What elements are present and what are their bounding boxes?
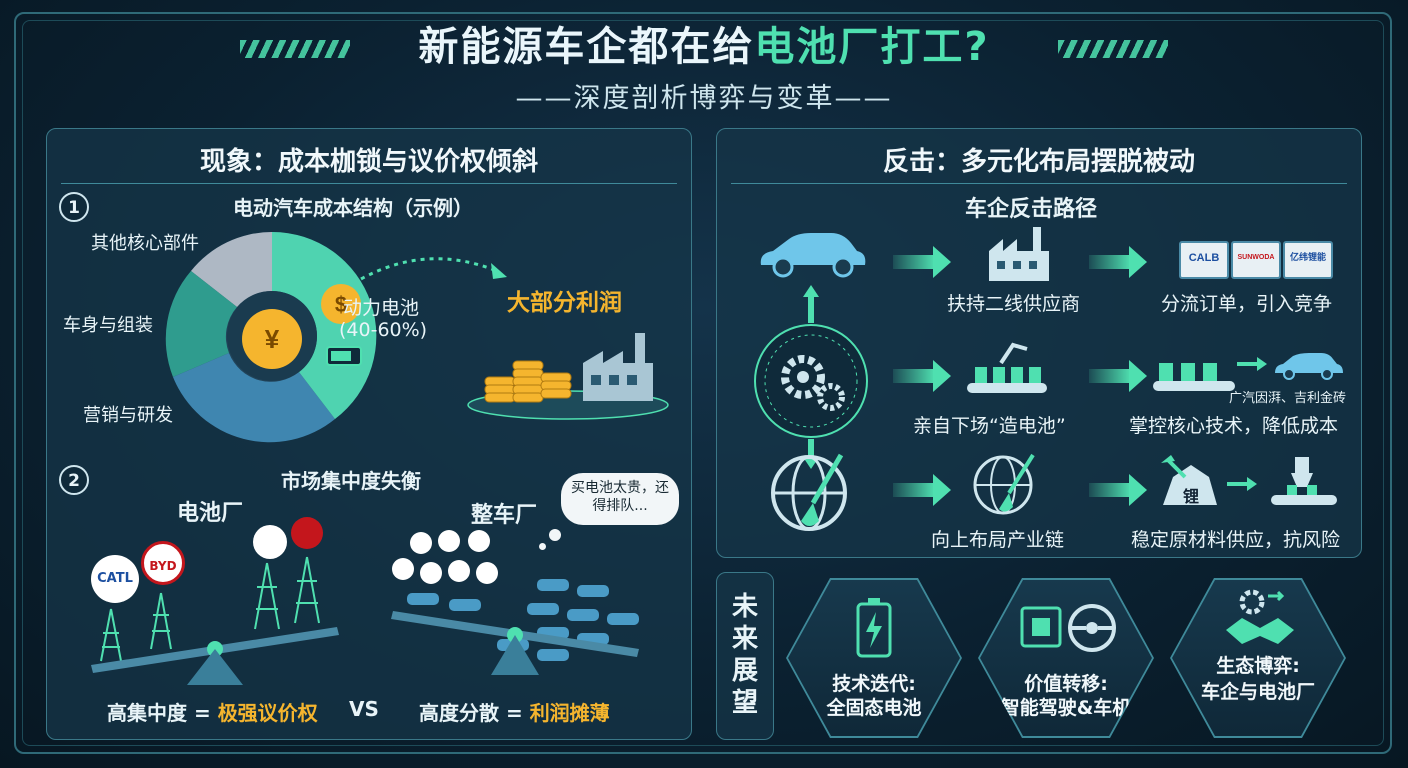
slice-battery bbox=[272, 231, 377, 419]
battery-icon bbox=[856, 598, 892, 658]
section-number-1: 1 bbox=[59, 192, 89, 222]
globe-shovel-icon bbox=[771, 453, 847, 531]
divider bbox=[731, 183, 1347, 184]
car-icon bbox=[1275, 353, 1343, 380]
left-caption: 高集中度 = 极强议价权 bbox=[107, 701, 318, 725]
battery-makers-label: 电池厂 bbox=[177, 501, 244, 526]
market-concentration-heading: 市场集中度失衡 bbox=[281, 469, 421, 493]
step2-result: 掌控核心技术，降低成本 bbox=[1129, 415, 1339, 437]
panel-title-counterattack: 反击：多元化布局摆脱被动 bbox=[882, 147, 1195, 177]
slice-body bbox=[165, 271, 237, 377]
future-label: 未来展望 bbox=[731, 592, 758, 718]
step3-label: 向上布局产业链 bbox=[931, 529, 1065, 551]
arrow-right-icon bbox=[1089, 246, 1147, 278]
panel-title-phenomenon: 现象：成本枷锁与议价权倾斜 bbox=[199, 147, 538, 177]
battery-slice-share: (40-60%) bbox=[339, 319, 428, 341]
battery-factory-icon bbox=[967, 342, 1047, 393]
profit-label: 大部分利润 bbox=[507, 290, 622, 316]
lithium-symbol: 锂 bbox=[1183, 487, 1200, 506]
future-item-title: 生态博弈: bbox=[1216, 655, 1300, 677]
globe-shovel-icon bbox=[973, 453, 1035, 515]
future-item-title: 价值转移: bbox=[1024, 673, 1108, 695]
outer-frame bbox=[14, 12, 1392, 754]
future-item-subtitle: 全固态电池 bbox=[826, 697, 922, 719]
counterattack-panel: 反击：多元化布局摆脱被动 车企反击路径 扶持二线供应商 CALB SUNWODA… bbox=[716, 128, 1362, 558]
coins-factory-icon bbox=[467, 333, 669, 420]
byd-logo: BYD bbox=[141, 541, 185, 585]
vs-label: VS bbox=[349, 697, 379, 721]
battery-seesaw-icon bbox=[91, 556, 339, 685]
future-item-subtitle: 智能驾驶&车机 bbox=[1000, 697, 1132, 719]
arrow-up-icon bbox=[803, 285, 819, 323]
oem-label: 整车厂 bbox=[471, 503, 538, 528]
right-caption: 高度分散 = 利润摊薄 bbox=[419, 701, 610, 725]
counterattack-heading: 车企反击路径 bbox=[965, 197, 1098, 222]
sunwoda-battery-icon: SUNWODA bbox=[1231, 241, 1281, 279]
complaint-bubble: 买电池太贵，还得排队... bbox=[561, 473, 679, 525]
future-item-title: 技术迭代: bbox=[832, 673, 916, 695]
page-subtitle: ——深度剖析博弈与变革—— bbox=[515, 83, 893, 114]
yuan-symbol: ¥ bbox=[265, 324, 280, 354]
step3-result: 稳定原材料供应，抗风险 bbox=[1131, 529, 1341, 551]
slice-marketing bbox=[173, 353, 335, 443]
inner-frame bbox=[22, 20, 1384, 746]
slice-label-other: 其他核心部件 bbox=[91, 233, 199, 254]
divider bbox=[61, 183, 677, 184]
section-number-2: 2 bbox=[59, 465, 89, 495]
brand-logo-2 bbox=[291, 517, 323, 549]
catl-logo: CATL bbox=[91, 555, 139, 603]
oem-seesaw-icon bbox=[391, 530, 639, 675]
eve-battery-icon: 亿纬锂能 bbox=[1283, 241, 1333, 279]
slice-label-body: 车身与组装 bbox=[63, 315, 153, 336]
production-line-icon bbox=[1153, 363, 1235, 391]
arrow-right-icon bbox=[893, 474, 951, 506]
calb-battery-icon: CALB bbox=[1179, 241, 1229, 279]
future-label-box: 未来展望 bbox=[716, 572, 774, 740]
battery-slice-label: 动力电池 bbox=[343, 297, 420, 319]
car-icon bbox=[760, 233, 866, 278]
small-arrow-icon bbox=[1227, 477, 1257, 491]
refining-machine-icon bbox=[1271, 457, 1337, 505]
gears-hub-icon bbox=[754, 324, 868, 438]
bubble-dot bbox=[539, 543, 546, 550]
step1-result: 分流订单，引入竞争 bbox=[1161, 293, 1333, 315]
phenomenon-panel: 现象：成本枷锁与议价权倾斜 1 电动汽车成本结构（示例） 其他核心部件 车身与组… bbox=[46, 128, 692, 740]
slice-label-marketing: 营销与研发 bbox=[83, 405, 173, 426]
arrow-right-icon bbox=[893, 246, 951, 278]
arrow-right-icon bbox=[1089, 474, 1147, 506]
brand-logo-1 bbox=[253, 525, 287, 559]
page-title: 新能源车企都在给电池厂打工? bbox=[418, 24, 990, 70]
dollar-symbol: $ bbox=[335, 292, 347, 317]
arrow-right-icon bbox=[893, 360, 951, 392]
step2-note: 广汽因湃、吉利金砖 bbox=[1229, 391, 1347, 406]
title-deco-left bbox=[240, 40, 350, 58]
title-deco-right bbox=[1058, 40, 1168, 58]
dotted-arrow-icon bbox=[360, 257, 507, 281]
handshake-gear-icon bbox=[1226, 589, 1294, 644]
future-item-ecosystem: 生态博弈: 车企与电池厂 bbox=[1170, 578, 1346, 738]
arrow-right-icon bbox=[1089, 360, 1147, 392]
step1-label: 扶持二线供应商 bbox=[947, 293, 1081, 315]
small-arrow-icon bbox=[1237, 357, 1267, 371]
cost-donut-chart: ¥ $ bbox=[165, 231, 377, 443]
factory-icon bbox=[989, 227, 1049, 281]
lithium-ore-icon bbox=[1161, 455, 1217, 505]
step2-label: 亲自下场“造电池” bbox=[913, 415, 1066, 437]
slice-other bbox=[191, 232, 272, 307]
future-item-subtitle: 车企与电池厂 bbox=[1200, 681, 1315, 703]
bubble-dot bbox=[549, 529, 561, 541]
cost-structure-heading: 电动汽车成本结构（示例） bbox=[233, 196, 473, 220]
chip-steering-icon bbox=[1020, 604, 1116, 652]
